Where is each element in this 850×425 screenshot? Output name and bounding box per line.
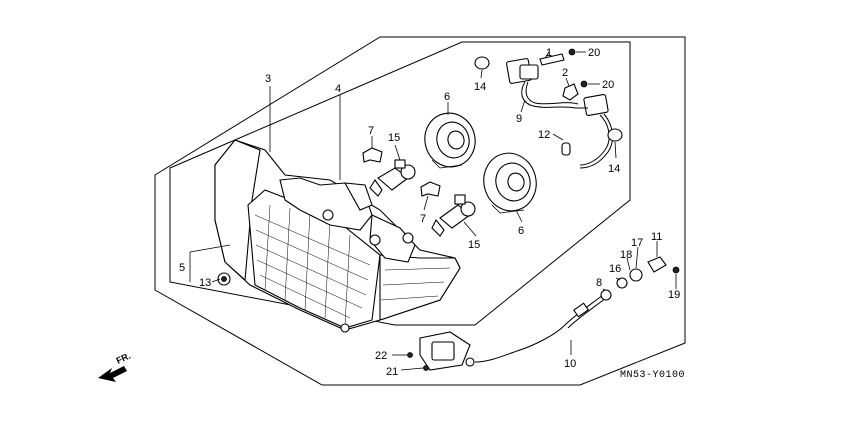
label-4: 4: [335, 83, 341, 95]
label-20-lower: 20: [602, 79, 614, 91]
label-19: 19: [668, 289, 680, 301]
bulb-clip-upper: [362, 147, 383, 163]
label-9: 9: [516, 113, 522, 125]
bulb-clip-lower: [420, 181, 441, 197]
dust-cover-lower: [483, 152, 537, 214]
dust-cover-upper: [424, 112, 476, 169]
outer-assembly-frame: [154, 36, 686, 386]
headlight-housing: [214, 139, 461, 333]
bulb-upper: [369, 159, 416, 197]
label-16: 16: [609, 263, 621, 275]
label-8: 8: [596, 277, 602, 289]
front-direction-arrow-icon: FR.: [98, 351, 132, 382]
label-13: 13: [199, 277, 211, 289]
label-3: 3: [265, 73, 271, 85]
label-21: 21: [386, 366, 398, 378]
label-6-upper: 6: [444, 91, 450, 103]
label-15-lower: 15: [468, 239, 480, 251]
label-2: 2: [562, 67, 568, 79]
adjuster-assembly: [407, 256, 680, 371]
label-11: 11: [651, 231, 662, 243]
bulb-lower: [431, 194, 476, 237]
part-labels: 3 4 6 7 15 7 15 6 5 13 14 1 20 2 20 9 12…: [179, 47, 680, 378]
label-15-upper: 15: [388, 132, 400, 144]
label-12: 12: [538, 129, 550, 141]
label-20-upper: 20: [588, 47, 600, 59]
leader-lines: [189, 51, 677, 371]
diagram-code: MN53-Y0100: [620, 370, 685, 381]
label-17: 17: [631, 237, 643, 249]
label-14-left: 14: [474, 81, 486, 93]
label-5: 5: [179, 262, 185, 274]
label-22: 22: [375, 350, 387, 362]
label-18: 18: [620, 249, 632, 261]
front-direction-label: FR.: [115, 351, 132, 366]
wire-harness: [474, 48, 623, 169]
inner-assembly-frame: [169, 41, 631, 326]
label-7-lower: 7: [420, 213, 426, 225]
label-6-lower: 6: [518, 225, 524, 237]
label-10: 10: [564, 358, 576, 370]
label-1: 1: [546, 47, 552, 59]
label-14-right: 14: [608, 163, 620, 175]
label-7-upper: 7: [368, 125, 374, 137]
